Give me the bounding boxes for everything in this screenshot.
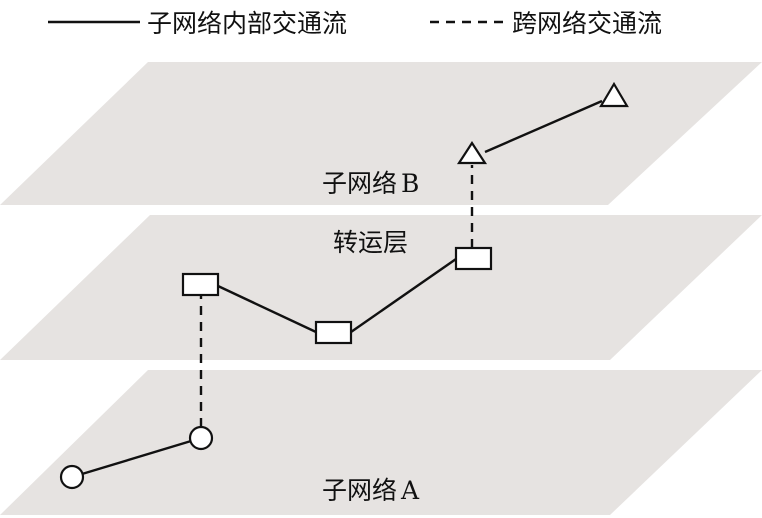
legend-dashed-label: 跨网络交通流 (512, 9, 662, 38)
layer-label-transfer: 转运层 (333, 228, 408, 257)
layer-label-subnetwork-b-letter: B (401, 169, 419, 198)
edge-t2-t3 (350, 258, 457, 333)
edges (71, 99, 603, 479)
node-triangle-b1 (456, 140, 488, 165)
edge-t1-t2 (217, 284, 317, 334)
plane-subnetwork-a (0, 370, 762, 515)
node-rect-t3 (454, 246, 493, 271)
layer-label-subnetwork-a-cn: 子网络 (322, 476, 397, 505)
legend: 子网络内部交通流 跨网络交通流 (48, 9, 662, 38)
legend-solid-label: 子网络内部交通流 (147, 9, 347, 38)
plane-subnetwork-b (0, 62, 762, 205)
nodes (59, 81, 629, 490)
node-rect-t2 (314, 320, 353, 345)
edge-a1-a2 (71, 436, 202, 479)
plane-transfer-layer (0, 215, 762, 360)
node-rect-t1 (181, 272, 220, 297)
layer-label-subnetwork-b-cn: 子网络 (322, 169, 397, 198)
node-circle-a1 (59, 464, 85, 490)
layer-label-subnetwork-a-letter: A (400, 476, 420, 505)
node-circle-a2 (188, 425, 214, 451)
edge-b1-b2 (484, 99, 603, 154)
node-triangle-b2 (599, 81, 629, 108)
